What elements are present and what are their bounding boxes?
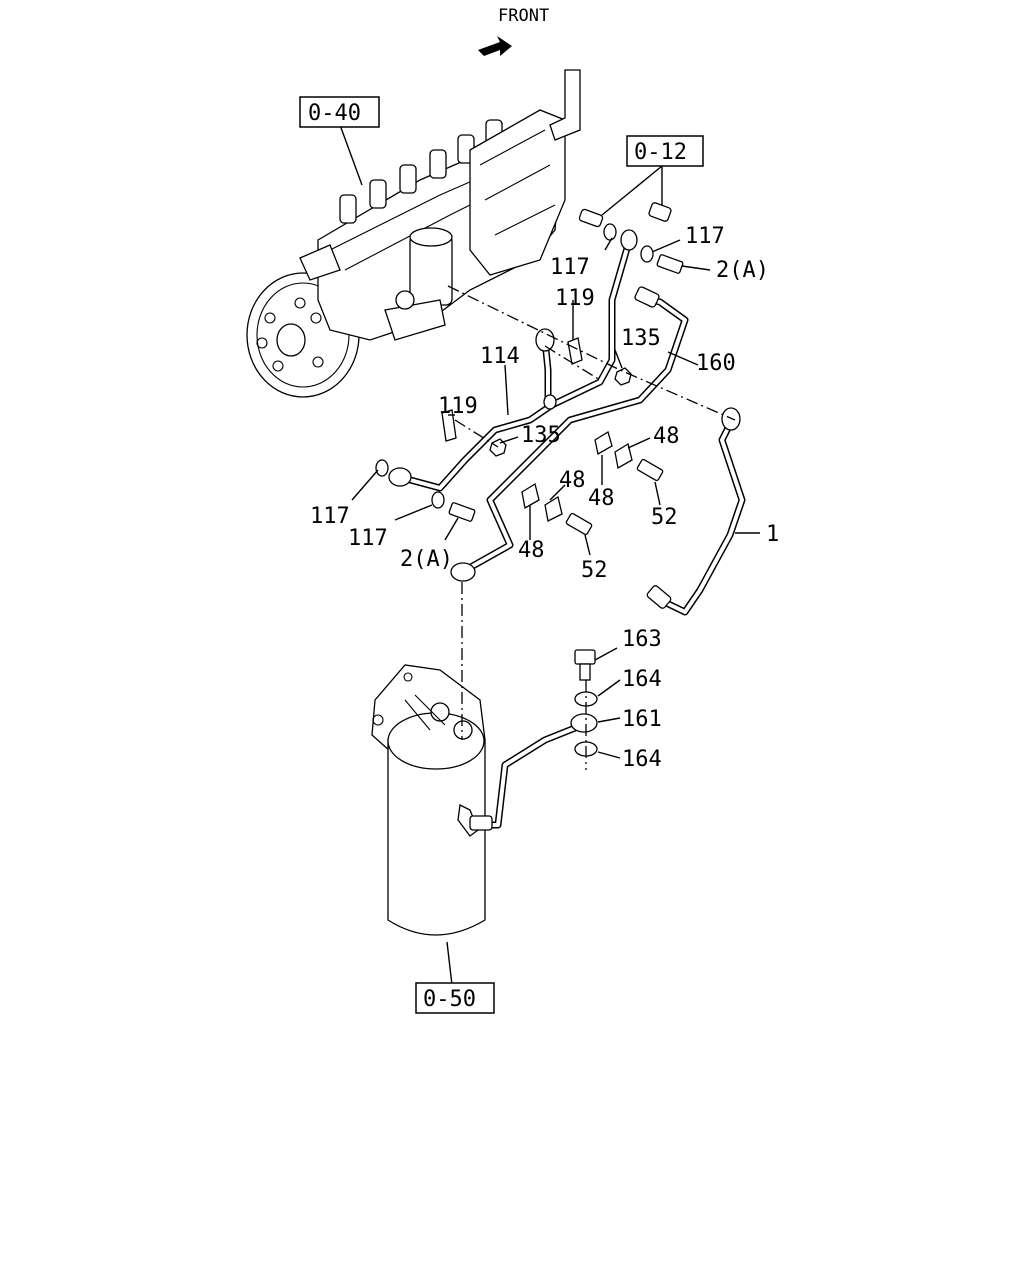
ref-box-connector[interactable]	[626, 135, 704, 167]
pipe-fittings	[388, 229, 741, 831]
fuel-filter	[371, 664, 486, 936]
ref-filter-label: 0-50	[423, 987, 476, 1012]
callout-48[interactable]: 48	[518, 538, 545, 563]
ref-box-pump[interactable]	[299, 96, 380, 128]
callout-161[interactable]: 161	[622, 707, 662, 732]
callout-164[interactable]: 164	[622, 747, 662, 772]
injection-pump	[246, 69, 581, 398]
callout-2a[interactable]: 2(A)	[400, 547, 453, 572]
callout-48[interactable]: 48	[559, 468, 586, 493]
callout-119[interactable]: 119	[555, 286, 595, 311]
fuel-pipes	[399, 241, 746, 829]
callout-117[interactable]: 117	[550, 255, 590, 280]
callout-117[interactable]: 117	[685, 224, 725, 249]
callout-117[interactable]: 117	[310, 504, 350, 529]
front-label: FRONT	[498, 6, 549, 26]
callout-164[interactable]: 164	[622, 667, 662, 692]
callout-117[interactable]: 117	[348, 526, 388, 551]
callout-48[interactable]: 48	[588, 486, 615, 511]
callout-163[interactable]: 163	[622, 627, 662, 652]
callout-52[interactable]: 52	[581, 558, 608, 583]
callout-48[interactable]: 48	[653, 424, 680, 449]
callout-135[interactable]: 135	[621, 326, 661, 351]
hardware	[375, 202, 684, 757]
callout-160[interactable]: 160	[696, 351, 736, 376]
front-arrow-icon	[478, 36, 512, 56]
callout-114[interactable]: 114	[480, 344, 520, 369]
callout-2a[interactable]: 2(A)	[716, 258, 769, 283]
center-lines	[447, 285, 736, 770]
callout-1[interactable]: 1	[766, 522, 779, 547]
ref-connector-label: 0-12	[634, 140, 687, 165]
leader-lines	[339, 124, 760, 986]
callout-119[interactable]: 119	[438, 394, 478, 419]
ref-pump-label: 0-40	[308, 101, 361, 126]
callout-135[interactable]: 135	[521, 423, 561, 448]
callout-52[interactable]: 52	[651, 505, 678, 530]
ref-box-filter[interactable]	[415, 982, 495, 1014]
